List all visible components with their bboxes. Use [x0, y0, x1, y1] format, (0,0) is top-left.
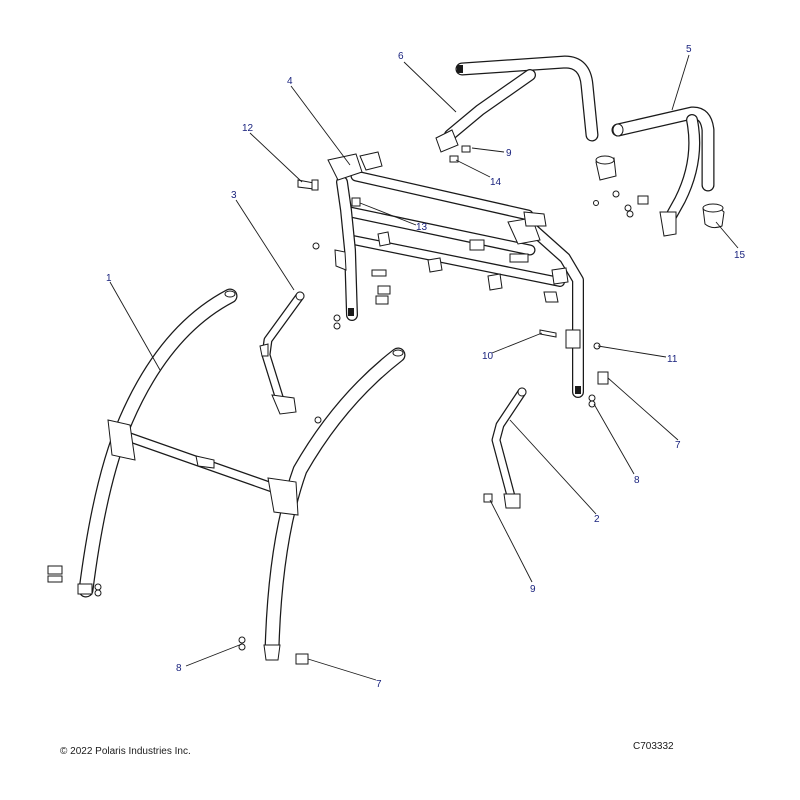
callout-8-upper: 8 — [634, 475, 640, 486]
callout-7-lower: 7 — [376, 679, 382, 690]
callout-4: 4 — [287, 76, 293, 87]
part-5-rear-hoop — [611, 106, 715, 237]
part-1-front-frame — [77, 288, 406, 661]
leader-lines — [109, 54, 739, 681]
callout-8-lower: 8 — [176, 663, 182, 674]
callout-11: 11 — [667, 354, 678, 365]
part-15-caps — [595, 155, 725, 229]
callout-9-lower: 9 — [530, 584, 536, 595]
callout-13: 13 — [416, 222, 428, 233]
callout-14: 14 — [490, 177, 502, 188]
callout-6: 6 — [398, 51, 404, 62]
drawing-number: C703332 — [633, 741, 674, 752]
callout-1: 1 — [106, 273, 112, 284]
callout-5: 5 — [686, 44, 692, 55]
callouts: 1 2 3 4 5 6 7 7 8 8 9 9 10 11 12 13 14 1… — [106, 44, 746, 690]
callout-9-upper: 9 — [506, 148, 512, 159]
callout-3: 3 — [231, 190, 237, 201]
part-2-right-brace — [491, 387, 527, 509]
callout-15: 15 — [734, 250, 746, 261]
part-3-left-brace — [259, 291, 305, 415]
hardware — [47, 145, 649, 665]
callout-10: 10 — [482, 351, 494, 362]
callout-2: 2 — [594, 514, 600, 525]
callout-7-upper: 7 — [675, 440, 681, 451]
part-6-upper-bar — [435, 55, 599, 153]
copyright-notice: © 2022 Polaris Industries Inc. — [60, 746, 191, 757]
callout-12: 12 — [242, 123, 254, 134]
part-4-rear-frame — [327, 151, 584, 398]
